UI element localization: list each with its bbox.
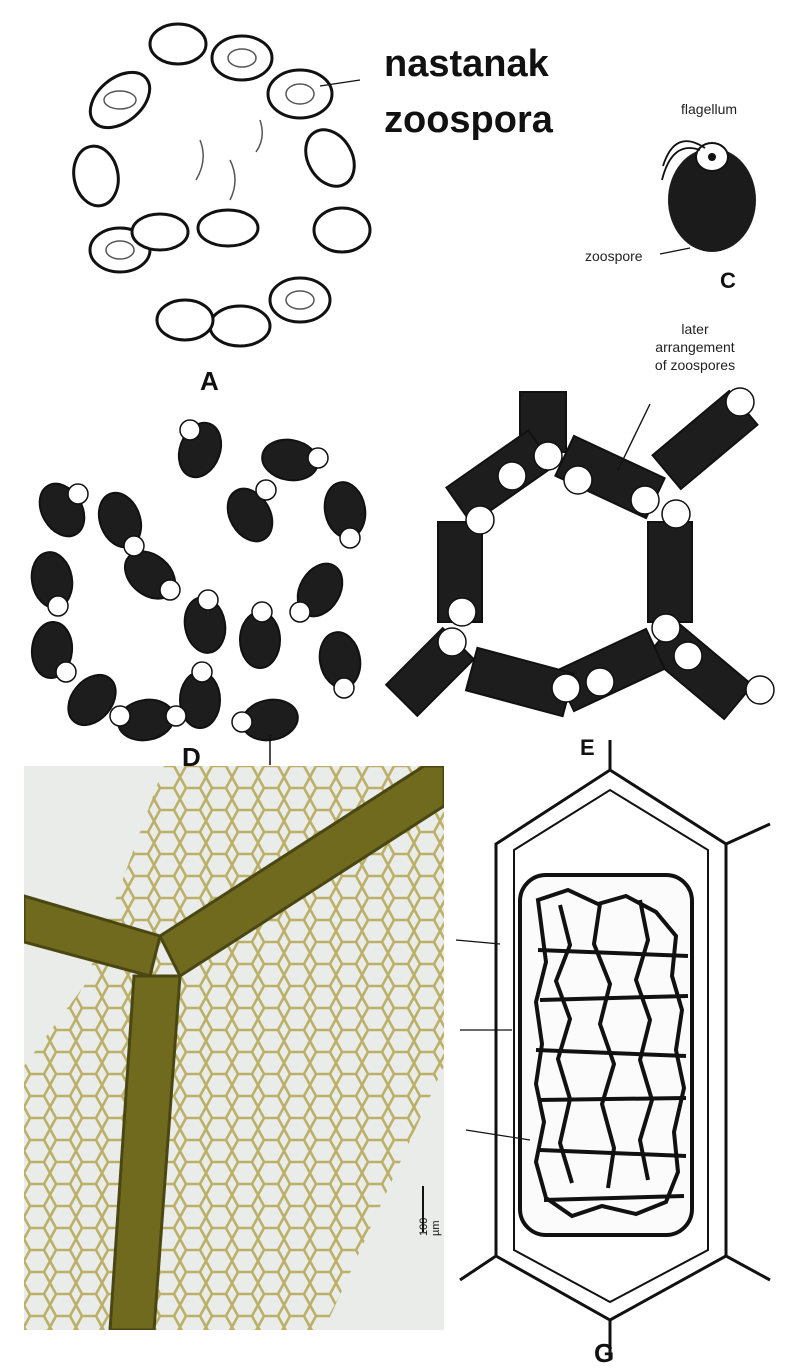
panel-c-zoospore — [660, 141, 756, 254]
label-later-arrangement: later arrangement of zoospores — [635, 320, 755, 374]
label-flagellum: flagellum — [681, 101, 737, 117]
panel-e-ring — [386, 391, 757, 719]
panel-label-g: G — [594, 1338, 614, 1369]
micrograph-drawing — [24, 766, 444, 1330]
label-zoospore: zoospore — [585, 248, 643, 264]
label-later-line-1: later — [635, 320, 755, 338]
panel-label-a: A — [200, 366, 219, 397]
panel-g-cell — [460, 740, 770, 1360]
panel-a-ring — [69, 24, 370, 346]
panel-e-pointer — [618, 404, 650, 470]
label-later-line-3: of zoospores — [635, 356, 755, 374]
panel-g-pointer-3 — [456, 940, 500, 944]
label-later-line-2: arrangement — [635, 338, 755, 356]
panel-label-c: C — [720, 268, 736, 294]
panel-label-e: E — [580, 735, 595, 761]
micrograph-photo: 100 µm — [24, 766, 444, 1330]
scale-bar — [422, 1186, 424, 1232]
